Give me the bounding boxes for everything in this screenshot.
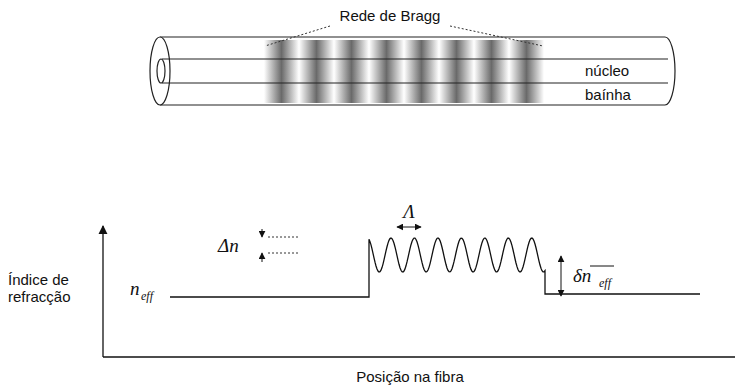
y-axis: [102, 226, 103, 357]
grating-fringe: [509, 40, 544, 103]
part-label: baínha: [585, 86, 631, 103]
overline: [590, 266, 614, 267]
part-label: núcleo: [585, 62, 629, 79]
subscript-label: eff: [141, 290, 153, 304]
symbol-label: Λ: [403, 201, 414, 223]
symbol-label: Δn: [218, 235, 239, 257]
leader-line: [265, 26, 543, 46]
grating-fringe: [264, 40, 299, 103]
dim-arrow: [262, 229, 263, 237]
dim-arrow: [262, 253, 263, 262]
fiber-cladding: [160, 37, 675, 105]
period-arrow: [397, 227, 421, 228]
dim-arrow: [561, 256, 562, 296]
grating-bands: [264, 40, 544, 103]
grating-fringe: [369, 40, 404, 103]
symbol-label: n: [130, 278, 140, 300]
core-end: [157, 59, 165, 83]
grating-fringe: [334, 40, 369, 103]
title-label: Rede de Bragg: [340, 7, 441, 24]
fiber-core: [162, 59, 668, 83]
grating-fringe: [299, 40, 334, 103]
x-axis: [103, 356, 735, 357]
axis-label: Posição na fibra: [356, 368, 464, 385]
axis-label: Índice de refracção: [8, 271, 98, 306]
fiber-end: [150, 37, 170, 105]
subscript-label: eff: [599, 277, 611, 291]
index-profile: [170, 238, 700, 297]
guide-line: [268, 237, 300, 253]
grating-fringe: [439, 40, 474, 103]
grating-fringe: [474, 40, 509, 103]
symbol-label: δn: [573, 265, 591, 287]
grating-fringe: [404, 40, 439, 103]
